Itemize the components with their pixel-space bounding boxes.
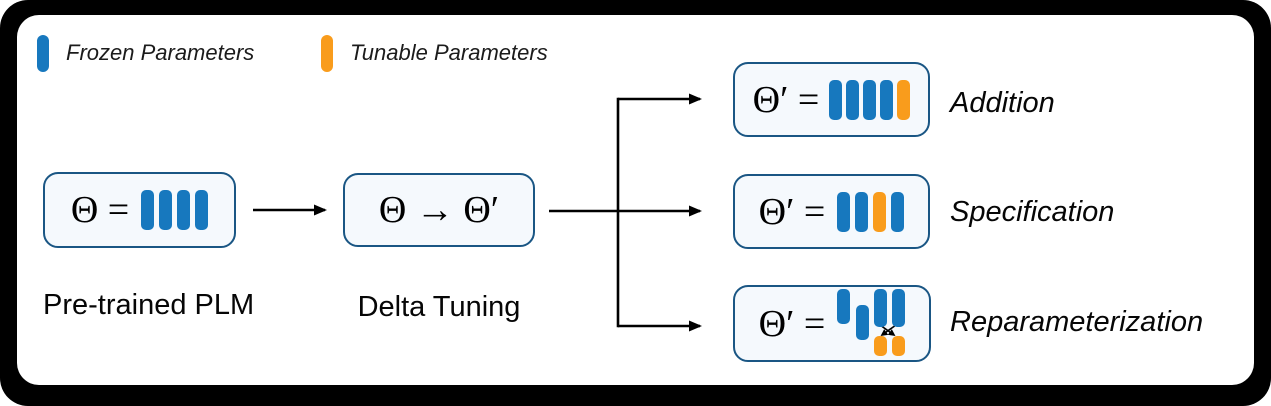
specification-parameter-bars	[837, 191, 905, 232]
node-delta-tuning: Θ → Θ′	[343, 173, 535, 247]
frozen-parameter-bar-icon	[177, 190, 191, 230]
legend-label-tunable: Tunable Parameters	[350, 40, 548, 65]
frozen-parameter-bar-icon	[892, 288, 906, 327]
frozen-parameter-bar-icon	[837, 288, 851, 324]
addition-parameter-bars	[829, 79, 911, 120]
node-pretrained-plm: Θ =	[43, 172, 236, 248]
formula-addition-lhs: Θ′ =	[752, 78, 820, 121]
node-reparameterization: Θ′ =	[733, 285, 931, 362]
frozen-parameter-bar-icon	[855, 191, 869, 232]
label-pretrained-plm: Pre-trained PLM	[43, 289, 255, 321]
frozen-parameter-bar-icon	[846, 79, 860, 120]
legend-item-frozen: Frozen Parameters	[37, 34, 254, 72]
tunable-parameter-bar-icon	[873, 191, 887, 232]
frozen-parameter-bar-icon	[874, 288, 888, 327]
frozen-parameter-bar-icon	[863, 79, 877, 120]
label-reparameterization: Reparameterization	[950, 306, 1204, 338]
node-addition: Θ′ =	[733, 62, 930, 137]
label-addition: Addition	[950, 87, 1055, 119]
tunable-parameter-swatch-icon	[321, 34, 333, 72]
legend-item-tunable: Tunable Parameters	[321, 34, 548, 72]
frozen-parameter-bar-icon	[159, 190, 173, 230]
frozen-parameter-swatch-icon	[37, 34, 49, 72]
frozen-parameter-bar-icon	[829, 79, 843, 120]
frozen-parameter-bar-icon	[195, 190, 209, 230]
frozen-parameter-bar-icon	[891, 191, 905, 232]
frozen-parameter-bar-icon	[856, 304, 870, 340]
tunable-parameter-bar-icon	[892, 335, 906, 356]
frozen-parameter-bar-icon	[880, 79, 894, 120]
formula-theta-equals: Θ =	[70, 189, 130, 231]
tunable-parameter-bar-icon	[897, 79, 911, 120]
pretrained-parameter-bars	[141, 190, 209, 230]
formula-reparameterization-lhs: Θ′ =	[758, 302, 826, 345]
label-specification: Specification	[950, 196, 1115, 228]
frozen-parameter-bar-icon	[837, 191, 851, 232]
tunable-parameter-bar-icon	[874, 335, 888, 356]
node-specification: Θ′ =	[733, 174, 930, 249]
formula-specification-lhs: Θ′ =	[758, 190, 826, 233]
frozen-parameter-bar-icon	[141, 190, 155, 230]
label-delta-tuning: Delta Tuning	[357, 291, 521, 323]
reparameterization-bar-cluster	[837, 288, 906, 359]
legend-label-frozen: Frozen Parameters	[66, 40, 255, 65]
formula-theta-to-theta-prime: Θ → Θ′	[378, 189, 500, 231]
